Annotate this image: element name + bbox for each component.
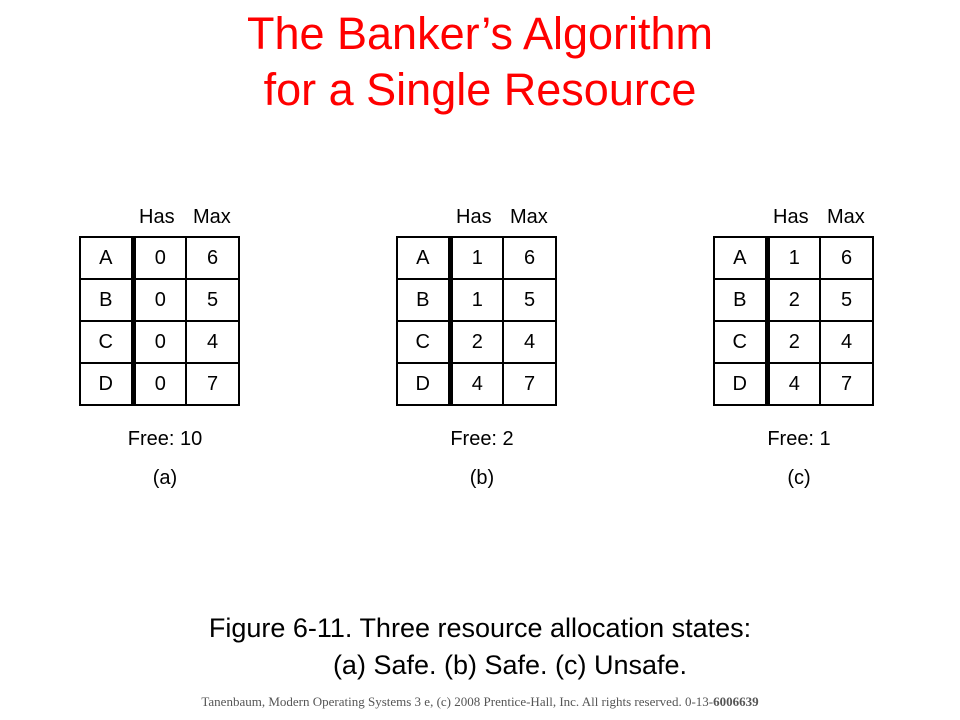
has-cell: 4 xyxy=(766,362,821,406)
process-cell: D xyxy=(79,362,136,406)
has-cell: 0 xyxy=(132,320,187,364)
has-header: Has xyxy=(456,206,492,228)
max-cell: 5 xyxy=(502,278,557,322)
max-cell: 5 xyxy=(185,278,240,322)
has-cell: 0 xyxy=(132,362,187,406)
has-cell: 2 xyxy=(766,320,821,364)
max-header: Max xyxy=(193,206,231,228)
table-row: C 2 4 xyxy=(396,320,557,364)
process-cell: A xyxy=(396,236,453,280)
max-cell: 6 xyxy=(819,236,874,280)
table-row: C 2 4 xyxy=(713,320,874,364)
process-cell: A xyxy=(79,236,136,280)
has-header: Has xyxy=(773,206,809,228)
table-row: C 0 4 xyxy=(79,320,240,364)
table-row: B 0 5 xyxy=(79,278,240,322)
max-header: Max xyxy=(827,206,865,228)
max-header: Max xyxy=(510,206,548,228)
has-cell: 2 xyxy=(766,278,821,322)
footer-isbn: 6006639 xyxy=(713,694,759,709)
table-row: B 1 5 xyxy=(396,278,557,322)
process-cell: D xyxy=(396,362,453,406)
max-cell: 7 xyxy=(502,362,557,406)
max-cell: 7 xyxy=(185,362,240,406)
figure-caption-line-1: Figure 6-11. Three resource allocation s… xyxy=(208,613,752,643)
table-row: B 2 5 xyxy=(713,278,874,322)
max-cell: 7 xyxy=(819,362,874,406)
table-row: D 4 7 xyxy=(396,362,557,406)
subfigure-label: (c) xyxy=(787,467,811,489)
allocation-table: A 0 6 B 0 5 C 0 4 D 0 7 xyxy=(79,236,240,406)
slide-title: The Banker’s Algorithm for a Single Reso… xyxy=(0,6,960,118)
process-cell: D xyxy=(713,362,770,406)
allocation-table: A 1 6 B 2 5 C 2 4 D 4 7 xyxy=(713,236,874,406)
table-row: A 0 6 xyxy=(79,236,240,280)
subfigure-label: (a) xyxy=(152,467,178,489)
footer-text: Tanenbaum, Modern Operating Systems 3 e,… xyxy=(201,694,714,709)
has-cell: 1 xyxy=(449,236,504,280)
has-cell: 4 xyxy=(449,362,504,406)
max-cell: 4 xyxy=(819,320,874,364)
process-cell: A xyxy=(713,236,770,280)
max-cell: 5 xyxy=(819,278,874,322)
has-header: Has xyxy=(139,206,175,228)
process-cell: C xyxy=(79,320,136,364)
table-row: A 1 6 xyxy=(396,236,557,280)
subfigure-label: (b) xyxy=(469,467,495,489)
table-row: A 1 6 xyxy=(713,236,874,280)
has-cell: 2 xyxy=(449,320,504,364)
free-units-label: Free: 10 xyxy=(127,428,203,450)
free-units-label: Free: 1 xyxy=(767,428,831,450)
table-row: D 0 7 xyxy=(79,362,240,406)
copyright-footer: Tanenbaum, Modern Operating Systems 3 e,… xyxy=(0,694,960,710)
process-cell: C xyxy=(713,320,770,364)
title-line-1: The Banker’s Algorithm xyxy=(246,8,714,59)
process-cell: B xyxy=(396,278,453,322)
max-cell: 6 xyxy=(185,236,240,280)
free-units-label: Free: 2 xyxy=(450,428,514,450)
max-cell: 6 xyxy=(502,236,557,280)
allocation-table: A 1 6 B 1 5 C 2 4 D 4 7 xyxy=(396,236,557,406)
process-cell: B xyxy=(713,278,770,322)
process-cell: C xyxy=(396,320,453,364)
max-cell: 4 xyxy=(185,320,240,364)
figure-caption-line-2: (a) Safe. (b) Safe. (c) Unsafe. xyxy=(332,650,688,680)
has-cell: 0 xyxy=(132,278,187,322)
has-cell: 1 xyxy=(766,236,821,280)
title-line-2: for a Single Resource xyxy=(263,64,697,115)
process-cell: B xyxy=(79,278,136,322)
max-cell: 4 xyxy=(502,320,557,364)
has-cell: 1 xyxy=(449,278,504,322)
has-cell: 0 xyxy=(132,236,187,280)
table-row: D 4 7 xyxy=(713,362,874,406)
